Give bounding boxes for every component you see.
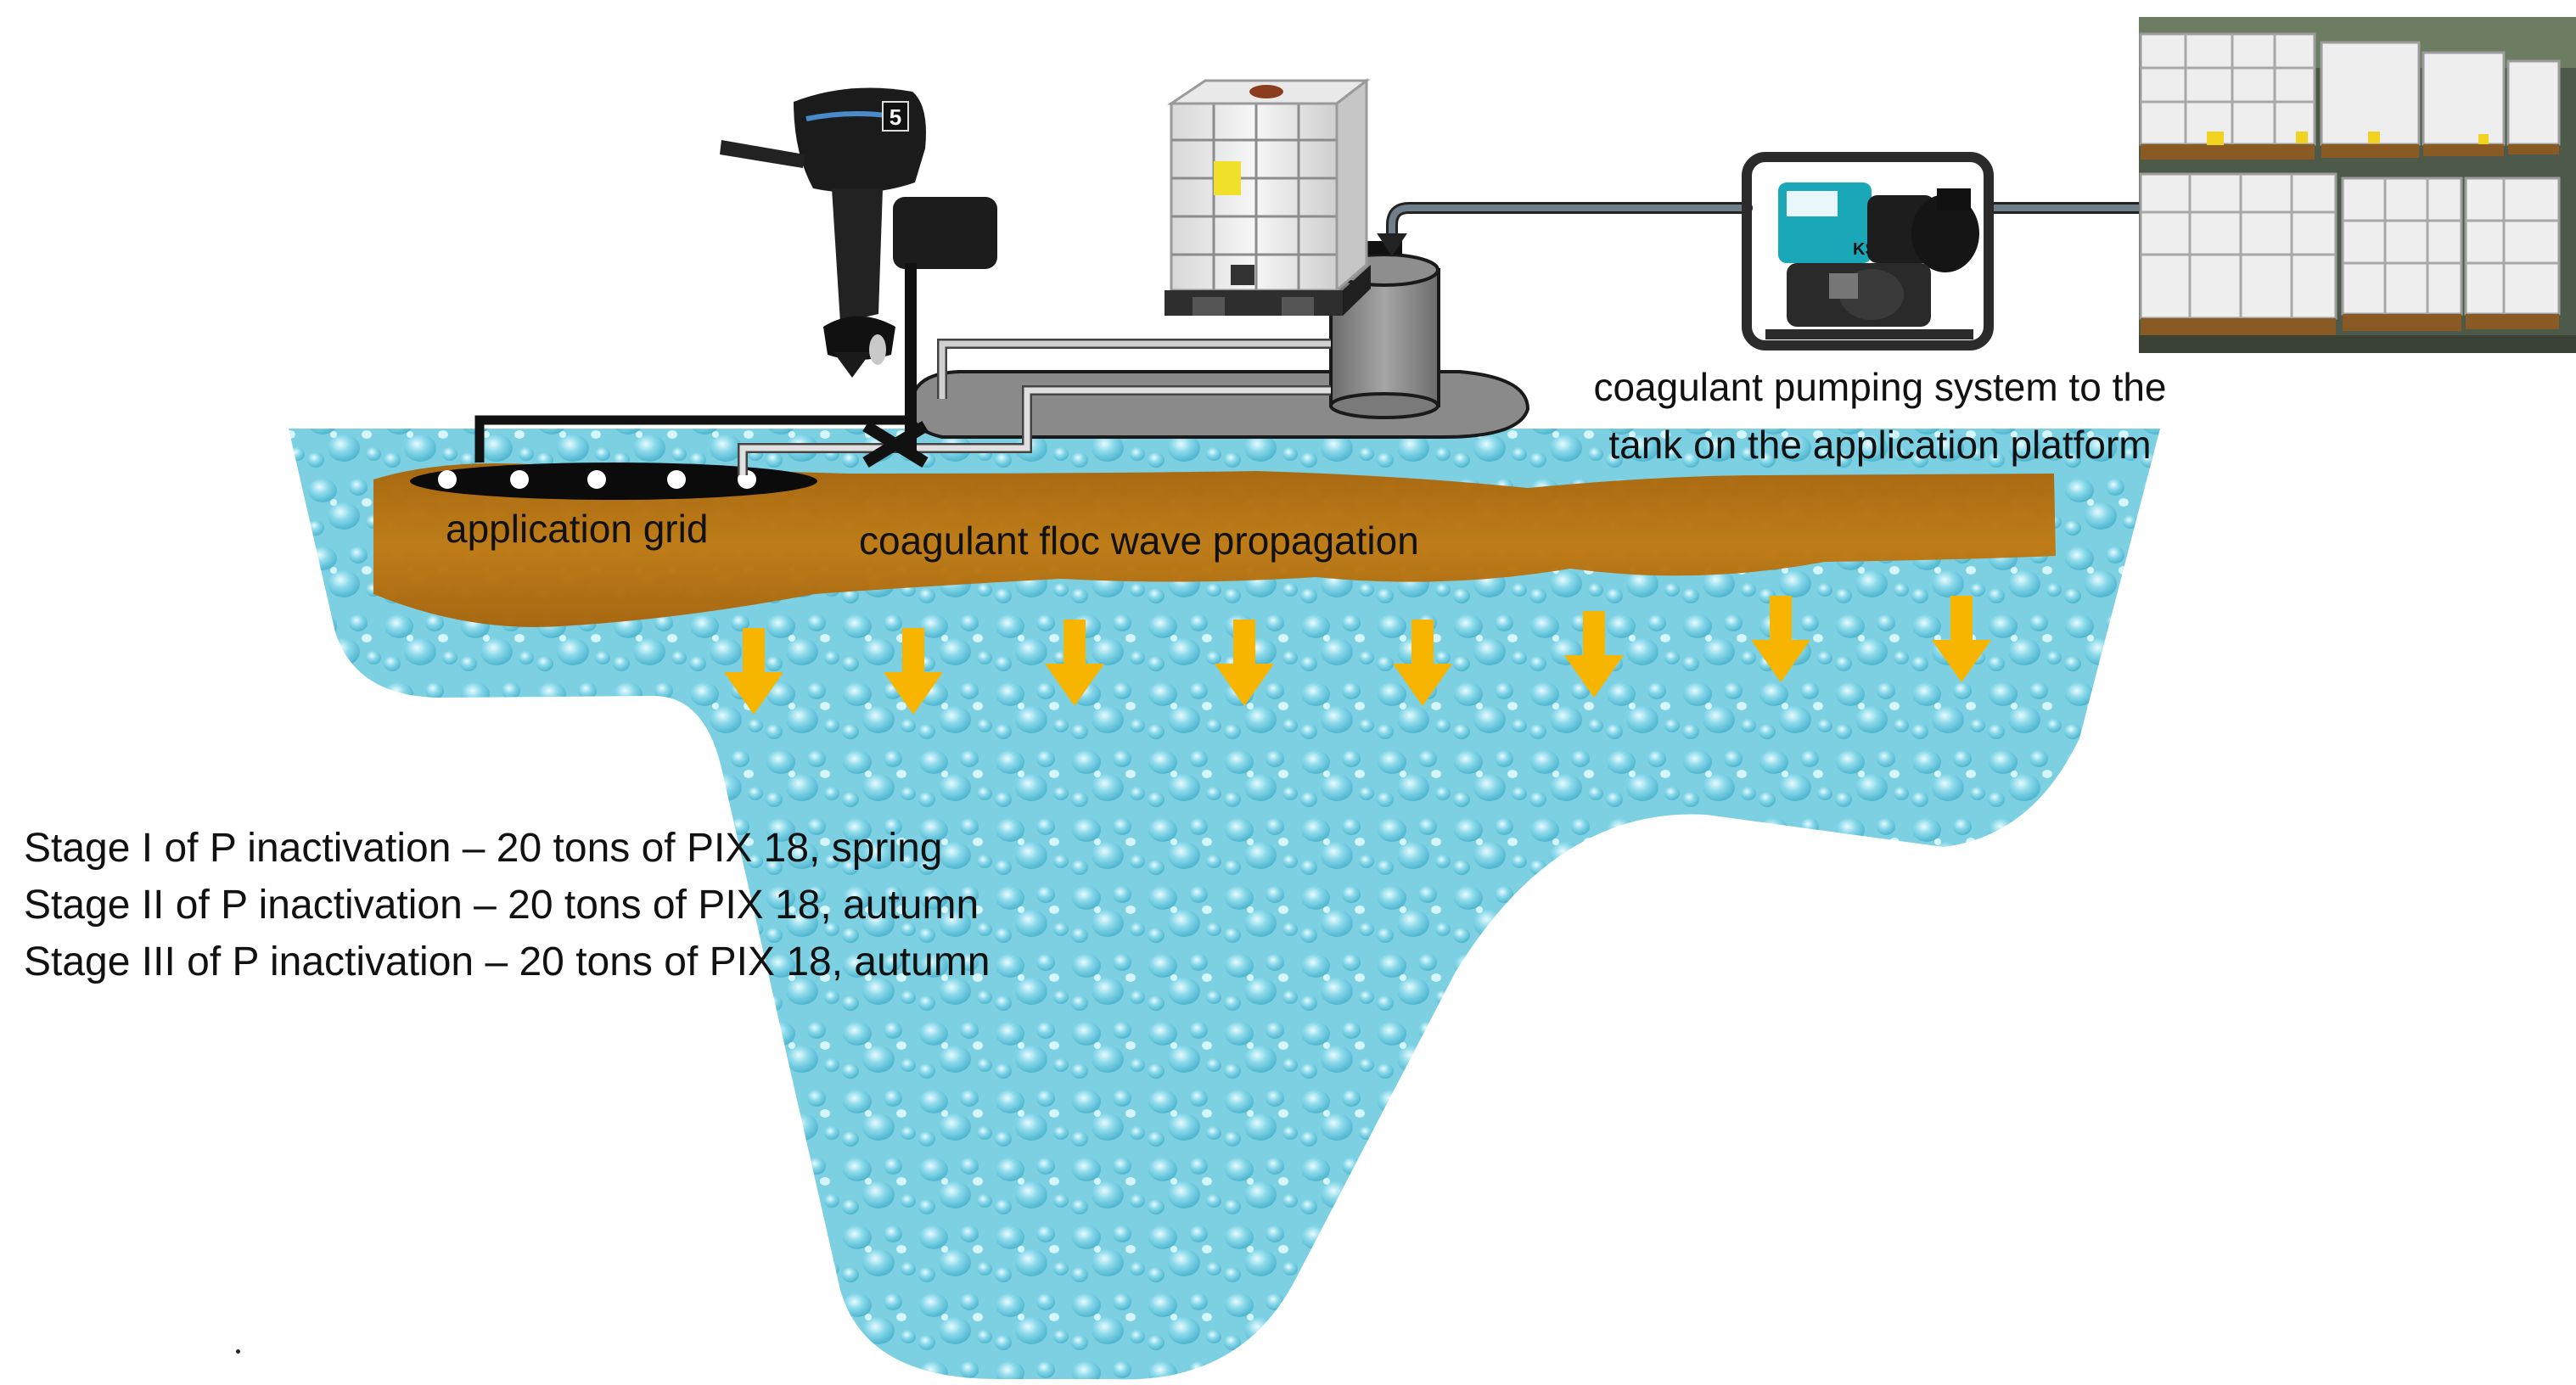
stage-list: Stage I of P inactivation – 20 tons of P… (24, 820, 991, 990)
sinking-arrow (884, 628, 943, 715)
sinking-arrow (1564, 611, 1624, 698)
ibc-tank-icon (1165, 77, 1371, 316)
sinking-arrow (1393, 620, 1452, 706)
water-pump-icon: KS 80CW (1742, 152, 1994, 350)
sinking-arrow (1045, 620, 1104, 706)
stage-item: Stage I of P inactivation – 20 tons of P… (24, 826, 943, 871)
sinking-arrow (724, 628, 783, 715)
distribution-pipes (738, 339, 1331, 475)
pumping-system-label: coagulant pumping system to the tank on … (1541, 358, 2220, 474)
pumping-system-label-line1: coagulant pumping system to the (1593, 365, 2167, 409)
floc-wave-label: coagulant floc wave propagation (859, 519, 1419, 563)
ibc-storage-photo (2139, 17, 2576, 353)
application-grid-label: application grid (446, 507, 709, 551)
engine-badge: 5 (890, 104, 901, 130)
stage-item: Stage II of P inactivation – 20 tons of … (24, 883, 979, 928)
stray-dot (236, 1349, 240, 1354)
floc-wave-band (373, 463, 2056, 627)
pumping-system-label-line2: tank on the application platform (1608, 423, 2152, 467)
sinking-arrow (1932, 596, 1991, 682)
stage-item: Stage III of P inactivation – 20 tons of… (24, 939, 991, 984)
sinking-arrow (1751, 596, 1810, 682)
sinking-arrows (724, 596, 1991, 715)
sinking-arrow (1215, 620, 1274, 706)
outboard-motor-icon: 5 (720, 87, 926, 378)
application-grid-icon (410, 463, 817, 500)
feed-pipe (1377, 202, 2145, 256)
control-box-icon (474, 197, 997, 468)
